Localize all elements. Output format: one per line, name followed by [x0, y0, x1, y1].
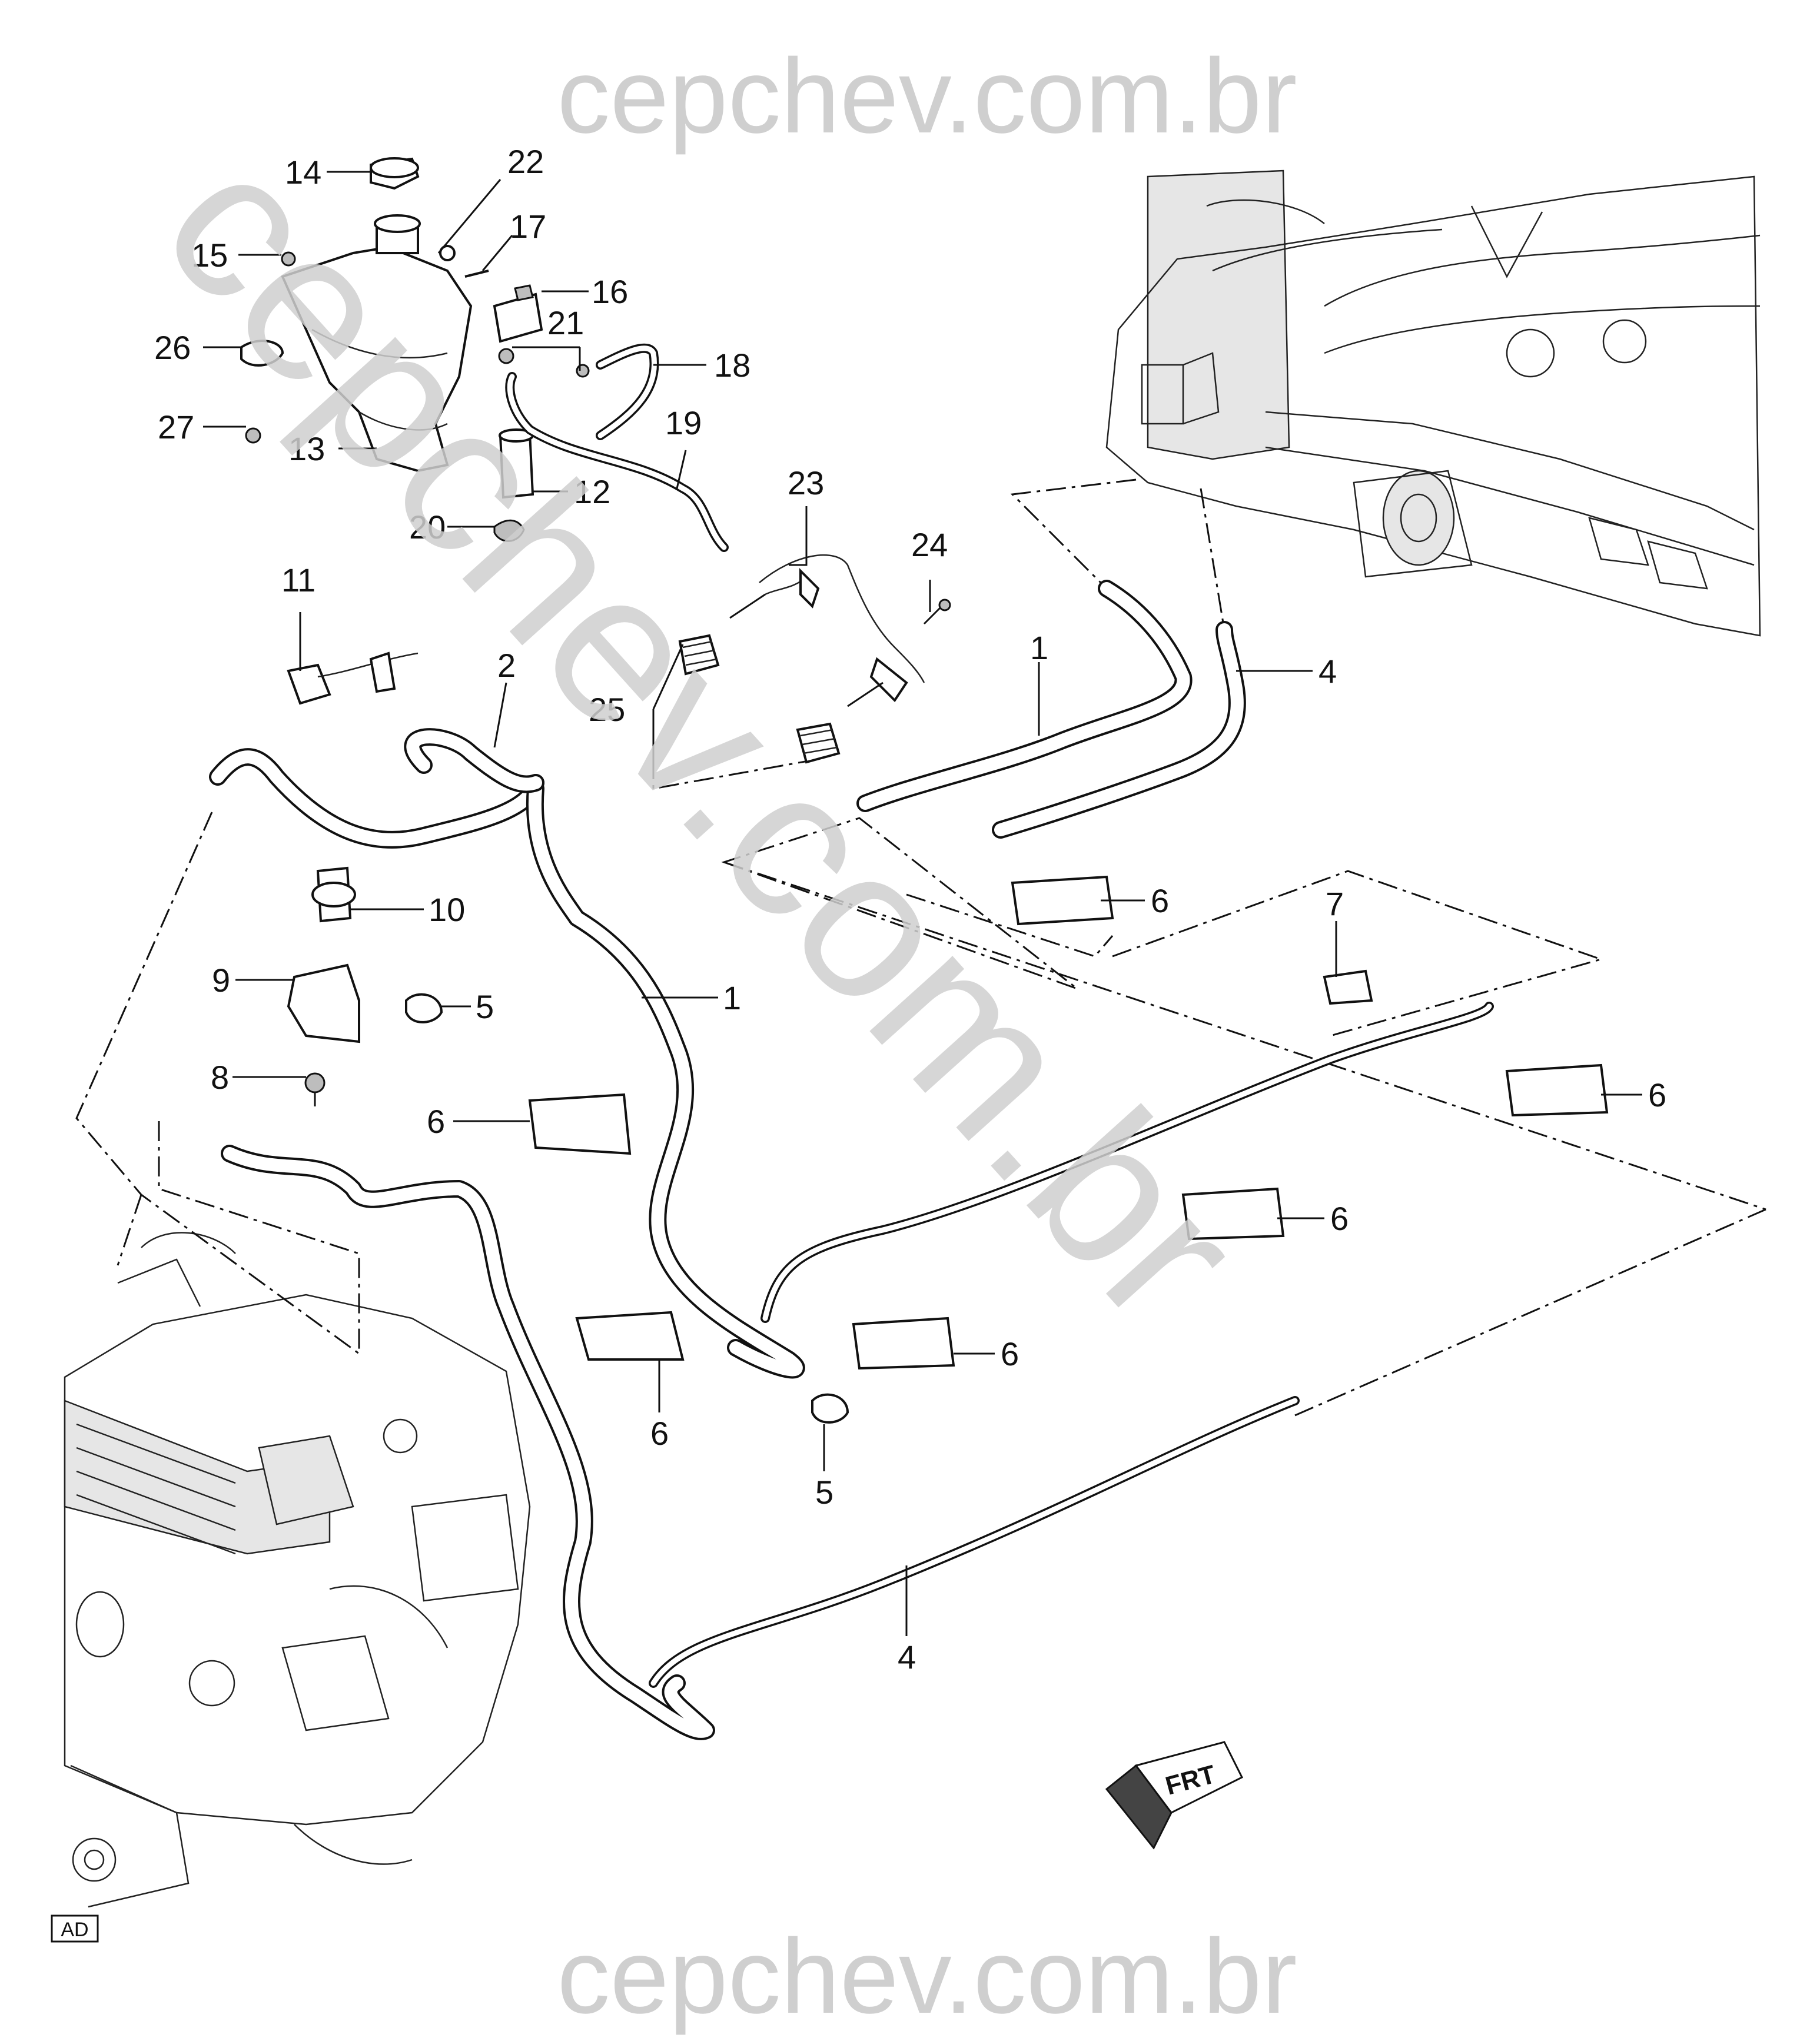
springs-25 — [678, 634, 841, 764]
callout-19: 19 — [665, 404, 702, 441]
filler-cap-14 — [370, 157, 420, 190]
callout-12: 12 — [574, 473, 610, 510]
callout-22: 22 — [507, 143, 544, 180]
harness-11 — [287, 651, 419, 705]
watermark-bottom: cepchev.com.br — [557, 1917, 1297, 2036]
callout-7: 7 — [1326, 885, 1344, 922]
small-hardware — [240, 245, 590, 542]
callout-leaders — [203, 171, 1642, 1636]
footer-code-label: AD — [61, 1919, 88, 1941]
callout-1-upper: 1 — [1030, 629, 1048, 666]
callout-25: 25 — [589, 691, 625, 728]
callout-6-b: 6 — [1648, 1076, 1666, 1113]
callout-16: 16 — [592, 273, 628, 310]
washer-hose-assembly — [209, 580, 1246, 1740]
guide-7 — [1323, 969, 1373, 1005]
clip-10-bracket-9 — [287, 866, 360, 1106]
callout-18: 18 — [714, 347, 750, 384]
nozzle-bracket-23 — [729, 554, 925, 707]
watermark-top: cepchev.com.br — [557, 37, 1297, 155]
washer-pump-12 — [499, 428, 534, 499]
callout-27: 27 — [158, 408, 194, 446]
callout-10: 10 — [429, 891, 465, 928]
callout-6-a: 6 — [1151, 882, 1169, 919]
callout-23: 23 — [788, 464, 824, 501]
screw-24 — [923, 599, 951, 625]
washer-pump-16 — [493, 284, 543, 343]
wash-line-18-19 — [505, 343, 729, 552]
callout-15: 15 — [191, 237, 228, 274]
callout-11: 11 — [281, 561, 315, 599]
callout-24: 24 — [911, 526, 948, 563]
callout-6-e: 6 — [1001, 1335, 1019, 1372]
callout-6-c: 6 — [427, 1103, 445, 1140]
washer-reservoir-13 — [281, 214, 473, 473]
engine-lower-illustration — [64, 1232, 531, 1908]
washer-pipe-4 — [649, 1002, 1494, 1688]
callout-20: 20 — [409, 508, 446, 546]
callout-2: 2 — [497, 647, 516, 684]
callout-1-lower: 1 — [723, 979, 741, 1016]
engine-bay-upper-illustration — [1105, 169, 1761, 637]
callout-5-b: 5 — [815, 1474, 833, 1511]
front-direction-marker: FRT — [1105, 1741, 1244, 1850]
leader-lines — [75, 478, 1766, 1417]
callout-14: 14 — [285, 154, 321, 191]
callout-6-d: 6 — [1330, 1200, 1349, 1237]
watermark-diagonal: cepchev.com.br — [118, 108, 1285, 1367]
callout-6-f: 6 — [650, 1415, 669, 1452]
retainers-6 — [528, 875, 1609, 1370]
clips-5 — [405, 993, 849, 1424]
footer-code-box: AD — [51, 1914, 99, 1943]
callout-17: 17 — [510, 208, 546, 245]
callout-26: 26 — [154, 329, 191, 366]
callout-5-a: 5 — [476, 988, 494, 1025]
callout-4-upper: 4 — [1318, 653, 1337, 690]
callout-13: 13 — [288, 430, 325, 467]
callout-8: 8 — [211, 1059, 229, 1096]
callout-4-lower: 4 — [898, 1638, 916, 1676]
callout-labels: 14 22 17 15 16 21 18 26 27 19 13 12 23 2… — [154, 143, 1666, 1676]
callout-9: 9 — [212, 962, 230, 999]
callout-21: 21 — [547, 304, 584, 341]
